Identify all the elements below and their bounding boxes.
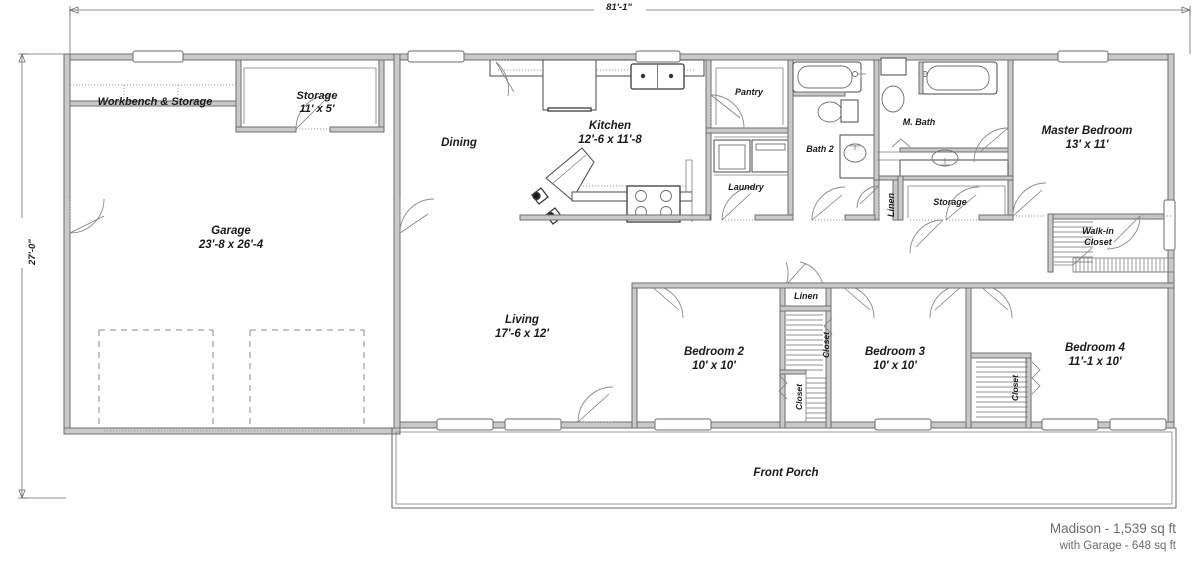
room-size: 12'-6 x 11'-8 [578,134,642,146]
room-size: 10' x 10' [692,360,736,372]
room-name: Living [505,314,539,326]
room-label-dining: Dining [441,136,477,150]
master-suite [1012,50,1176,273]
room-name: Pantry [734,87,764,97]
room-label-bedroom2: Bedroom 2 10' x 10' [684,345,744,373]
room-label-bedroom3: Bedroom 3 10' x 10' [865,345,925,373]
room-label-storage2: Storage [933,197,967,208]
room-label-mbath: M. Bath [903,117,936,128]
room-size: 10' x 10' [873,360,917,372]
plan-title-line-1: Madison - 1,539 sq ft [1049,521,1176,536]
room-name: Bedroom 4 [1064,342,1126,354]
room-name: Kitchen [588,120,632,132]
room-size: 11'-1 x 10' [1068,356,1122,368]
room-label-frontporch: Front Porch [753,466,818,480]
room-name: Laundry [728,182,764,192]
room-label-bath2: Bath 2 [806,144,834,155]
pantry-laundry [705,59,794,221]
room-label-master: Master Bedroom 13' x 11' [1042,124,1133,152]
hall-linen-master-bath [856,57,1014,254]
room-name: Workbench & Storage [97,96,213,108]
room-label-closet-bed3: Closet [821,332,831,358]
room-label-laundry: Laundry [728,182,764,193]
room-size: 11' x 5' [299,103,335,115]
room-size: 13' x 11' [1065,139,1109,151]
room-name: Walk-in [1082,226,1114,236]
bedroom-hall-wall [631,282,1175,289]
room-size: 23'-8 x 26'-4 [198,239,264,251]
overall-width-dimension: 81'-1" [602,2,636,13]
room-label-bedroom4: Bedroom 4 11'-1 x 10' [1065,341,1125,369]
room-label-living: Living 17'-6 x 12' [495,313,549,341]
room-name: Front Porch [753,467,819,479]
room-label-linen2: Linen [794,291,818,302]
room-name: Bedroom 3 [864,346,926,358]
kitchen-dining [407,50,705,225]
room-name: Storage [933,197,967,207]
garage-zone [69,50,435,432]
room-name: Storage [296,90,338,102]
room-name: Garage [211,225,251,237]
room-name: Dining [441,137,477,149]
room-name: M. Bath [902,117,936,127]
room-name: Linen [794,291,818,301]
room-name: Master Bedroom [1041,125,1133,137]
room-size: 17'-6 x 12' [494,328,550,340]
interior-hall-walls [519,213,1175,273]
bedroom-4 [970,284,1167,431]
room-name: Bedroom 2 [683,346,745,358]
room-label-linen-hall: Linen [886,193,896,217]
room-label-pantry: Pantry [735,87,763,98]
overall-depth-dimension: 27'-0" [27,236,38,268]
room-label-garage: Garage 23'-8 x 26'-4 [199,224,263,252]
room-size: Closet [1084,237,1112,247]
room-name: Bath 2 [806,144,834,154]
room-label-kitchen: Kitchen 12'-6 x 11'-8 [578,119,641,147]
bath-2 [787,59,880,221]
room-label-closet-bed2: Closet [794,384,804,410]
plan-title-line-2: with Garage - 648 sq ft [1059,540,1176,552]
room-label-closet-bed4: Closet [1010,375,1020,401]
room-label-workbench: Workbench & Storage [98,96,213,109]
